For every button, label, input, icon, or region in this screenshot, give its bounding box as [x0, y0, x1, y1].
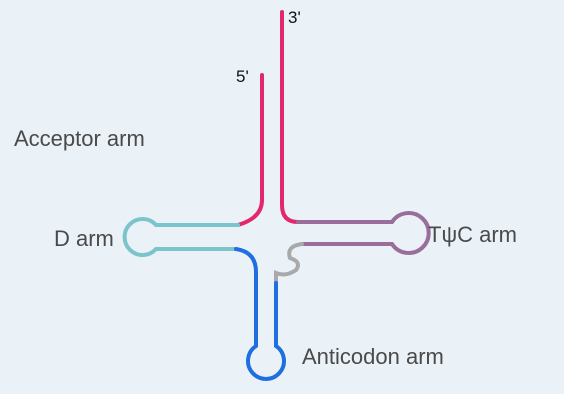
variable-loop	[276, 244, 302, 283]
acceptor-stem-5prime-strand	[238, 75, 262, 225]
five-prime-label: 5'	[236, 67, 249, 87]
acceptor-stem-3prime-strand	[282, 12, 298, 222]
tpsic-arm-label: TψC arm	[428, 222, 517, 248]
d-arm	[125, 219, 238, 255]
three-prime-label: 3'	[288, 8, 301, 28]
anticodon-arm	[236, 249, 284, 379]
acceptor-arm-label: Acceptor arm	[14, 126, 145, 152]
d-arm-label: D arm	[54, 226, 114, 252]
anticodon-arm-label: Anticodon arm	[302, 344, 444, 370]
tpsic-arm	[298, 213, 429, 253]
